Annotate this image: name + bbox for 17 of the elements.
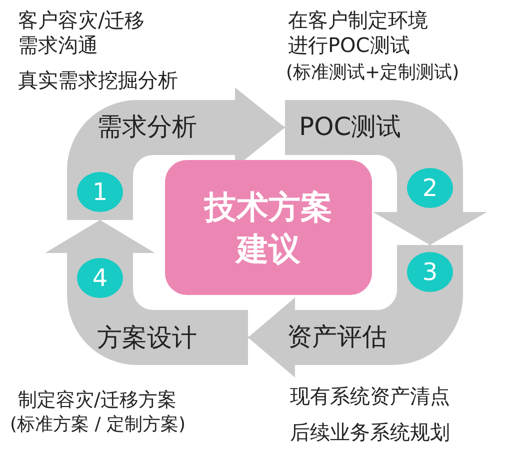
- description-text: 现有系统资产清点: [290, 384, 451, 409]
- arrow: [248, 298, 295, 378]
- description-text: 制定容灾/迁移方案: [18, 388, 178, 413]
- stage-label: 方案设计: [97, 323, 197, 353]
- description-text: 在客户制定环境进行POC测试: [288, 8, 429, 58]
- arrow: [373, 212, 487, 245]
- description-text: 真实需求挖掘分析: [18, 68, 179, 93]
- arrow: [45, 220, 155, 253]
- description-text: 后续业务系统规划: [290, 420, 451, 445]
- stage-label: 需求分析: [97, 112, 197, 142]
- center-box: [165, 160, 372, 295]
- description-text: (标准测试+定制测试): [286, 61, 460, 85]
- description-text: (标准方案 / 定制方案): [10, 413, 187, 437]
- stage-label: POC测试: [299, 112, 402, 142]
- description-text: 客户容灾/迁移需求沟通: [18, 8, 146, 58]
- center-title: 技术方案建议: [202, 186, 334, 270]
- stage-label: 资产评估: [287, 322, 387, 352]
